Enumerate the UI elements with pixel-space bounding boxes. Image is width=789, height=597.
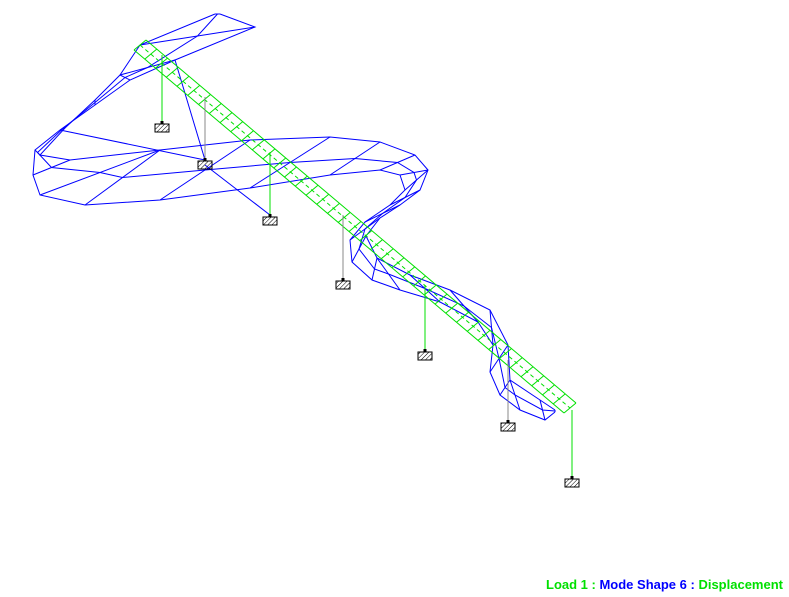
beam-segment	[144, 48, 158, 60]
deformed-centerline	[36, 13, 556, 412]
legend-separator: :	[686, 577, 699, 592]
fixed-support-icon	[500, 422, 516, 432]
fixed-support-icon	[335, 280, 351, 290]
beam-segment	[133, 39, 147, 51]
deformed-cross-line	[509, 379, 521, 411]
columns	[161, 55, 573, 477]
beam-segment	[542, 384, 555, 396]
beam-segment	[305, 184, 319, 196]
deformed-cross-line	[39, 149, 161, 196]
fixed-support-icon	[154, 123, 170, 133]
fixed-support-icon	[197, 160, 213, 170]
beam-segment	[380, 248, 394, 260]
beam-segment	[391, 257, 405, 269]
deformed-edge	[32, 13, 556, 421]
beam-segment	[316, 193, 330, 205]
beam-segment	[413, 275, 426, 287]
beam-segment	[509, 357, 523, 369]
support-stem	[423, 349, 427, 352]
fixed-support-icon	[417, 351, 433, 361]
beam-segment	[520, 366, 534, 378]
beam-segment	[445, 302, 459, 314]
beam-segment	[187, 84, 201, 96]
beam-segment	[262, 148, 276, 160]
deformed-cross-line	[351, 235, 367, 263]
deformed-cross-line	[249, 136, 331, 189]
support-stem	[341, 278, 345, 281]
deformed-cross-line	[399, 169, 429, 176]
support-stem	[268, 214, 272, 217]
deformed-cross-line	[371, 257, 378, 281]
beam-segment	[284, 166, 297, 178]
beam-segment	[488, 339, 502, 350]
deformed-cross-line	[489, 309, 494, 346]
beam-segment	[531, 375, 545, 387]
deformed-cross-line	[539, 399, 546, 421]
beam-segment	[251, 139, 265, 151]
fixed-support-icon	[564, 478, 580, 488]
supports	[154, 121, 580, 488]
beam-segment	[219, 112, 233, 123]
beam-segment	[456, 311, 469, 323]
result-type-label: Displacement	[698, 577, 783, 592]
beam-segment	[477, 330, 491, 341]
beam-segment	[294, 175, 308, 187]
undeformed-beam	[133, 39, 577, 414]
load-label: Load 1	[546, 577, 588, 592]
fixed-support-icon	[262, 216, 278, 226]
result-legend: Load 1 : Mode Shape 6 : Displacement	[546, 577, 783, 592]
deformed-cross-line	[329, 141, 381, 176]
beam-segment	[337, 212, 351, 223]
deformed-cross-line	[32, 159, 71, 176]
beam-segment	[370, 239, 383, 251]
deformed-cross-line	[119, 59, 176, 76]
deformed-cross-line	[84, 149, 161, 206]
beam-segment	[466, 320, 480, 332]
beam-segment	[499, 348, 512, 359]
deformed-cross-line	[139, 26, 256, 46]
beam-segment	[176, 75, 190, 87]
mode-shape-label: Mode Shape 6	[599, 577, 687, 592]
deformed-column	[204, 164, 271, 216]
support-stem	[160, 121, 164, 124]
support-stem	[570, 476, 574, 479]
support-stem	[203, 158, 207, 161]
beam-segment	[165, 66, 179, 78]
support-stem	[506, 420, 510, 423]
beam-segment	[230, 121, 244, 133]
deformed-cross-line	[379, 154, 416, 171]
deformed-column	[174, 59, 206, 161]
beam-segment	[563, 402, 577, 414]
deformed-cross-line	[376, 257, 401, 291]
beam-segment	[402, 266, 416, 278]
beam-segment	[359, 230, 373, 241]
deformed-mode-shape	[32, 13, 556, 421]
beam-segment	[348, 221, 362, 232]
deformed-cross-line	[389, 189, 421, 206]
beam-segment	[241, 130, 254, 142]
deformed-column	[59, 129, 206, 161]
beam-segment	[434, 293, 448, 305]
deformed-cross-line	[119, 74, 131, 81]
beam-segment	[327, 202, 340, 214]
beam-segment	[208, 103, 222, 114]
deformed-cross-line	[34, 149, 41, 156]
deformed-edge	[39, 13, 556, 411]
beam-segment	[273, 157, 287, 169]
legend-separator: :	[587, 577, 600, 592]
beam-segment	[552, 393, 566, 405]
deformed-cross-line	[159, 139, 251, 201]
deformed-cross-line	[404, 169, 429, 191]
beam-segment	[423, 284, 437, 296]
deformed-cross-line	[364, 204, 401, 223]
